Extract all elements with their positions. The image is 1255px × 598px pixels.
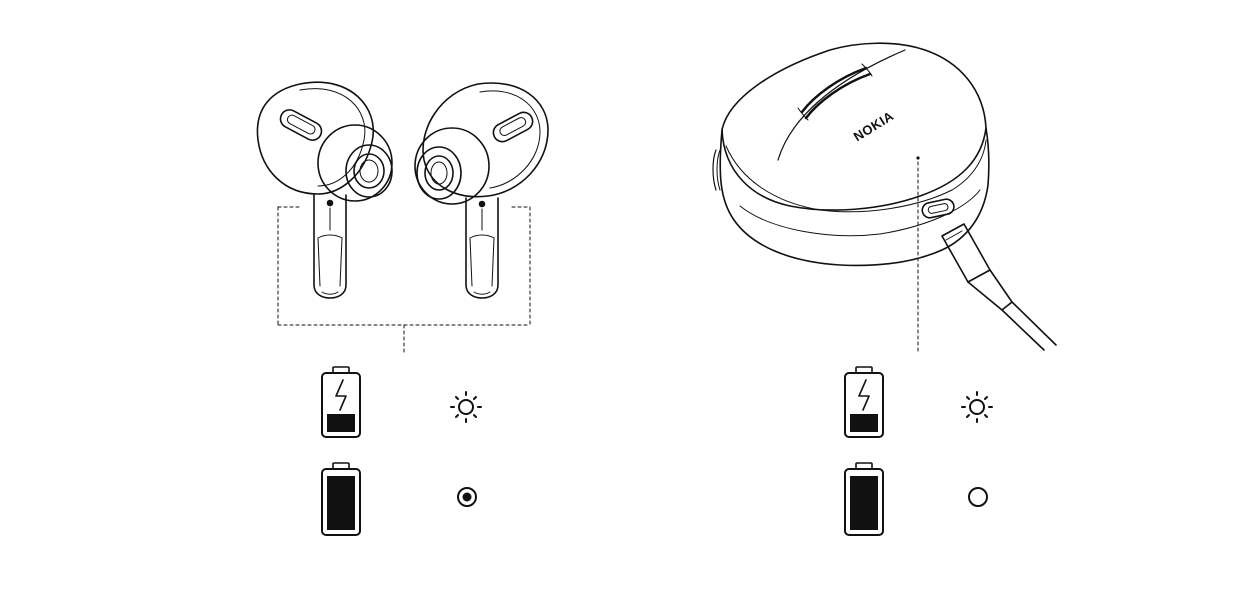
earbuds-callout-bracket xyxy=(277,206,531,353)
led-solid-on-icon xyxy=(457,487,477,507)
led-blinking-icon xyxy=(961,391,993,423)
left-earbud xyxy=(256,81,393,299)
case-indicators xyxy=(844,366,993,536)
usb-c-cable xyxy=(941,223,1057,351)
case-brand-text: NOKIA xyxy=(851,108,897,144)
battery-full-icon xyxy=(844,462,884,536)
battery-full-icon xyxy=(321,462,361,536)
battery-charging-low-icon xyxy=(844,366,884,438)
earbuds-indicators xyxy=(321,366,482,536)
led-off-icon xyxy=(968,487,988,507)
battery-charging-low-icon xyxy=(321,366,361,438)
right-earbud xyxy=(414,82,549,299)
earbuds-illustration xyxy=(256,81,549,353)
charging-case-illustration: NOKIA xyxy=(712,42,990,267)
led-blinking-icon xyxy=(450,391,482,423)
